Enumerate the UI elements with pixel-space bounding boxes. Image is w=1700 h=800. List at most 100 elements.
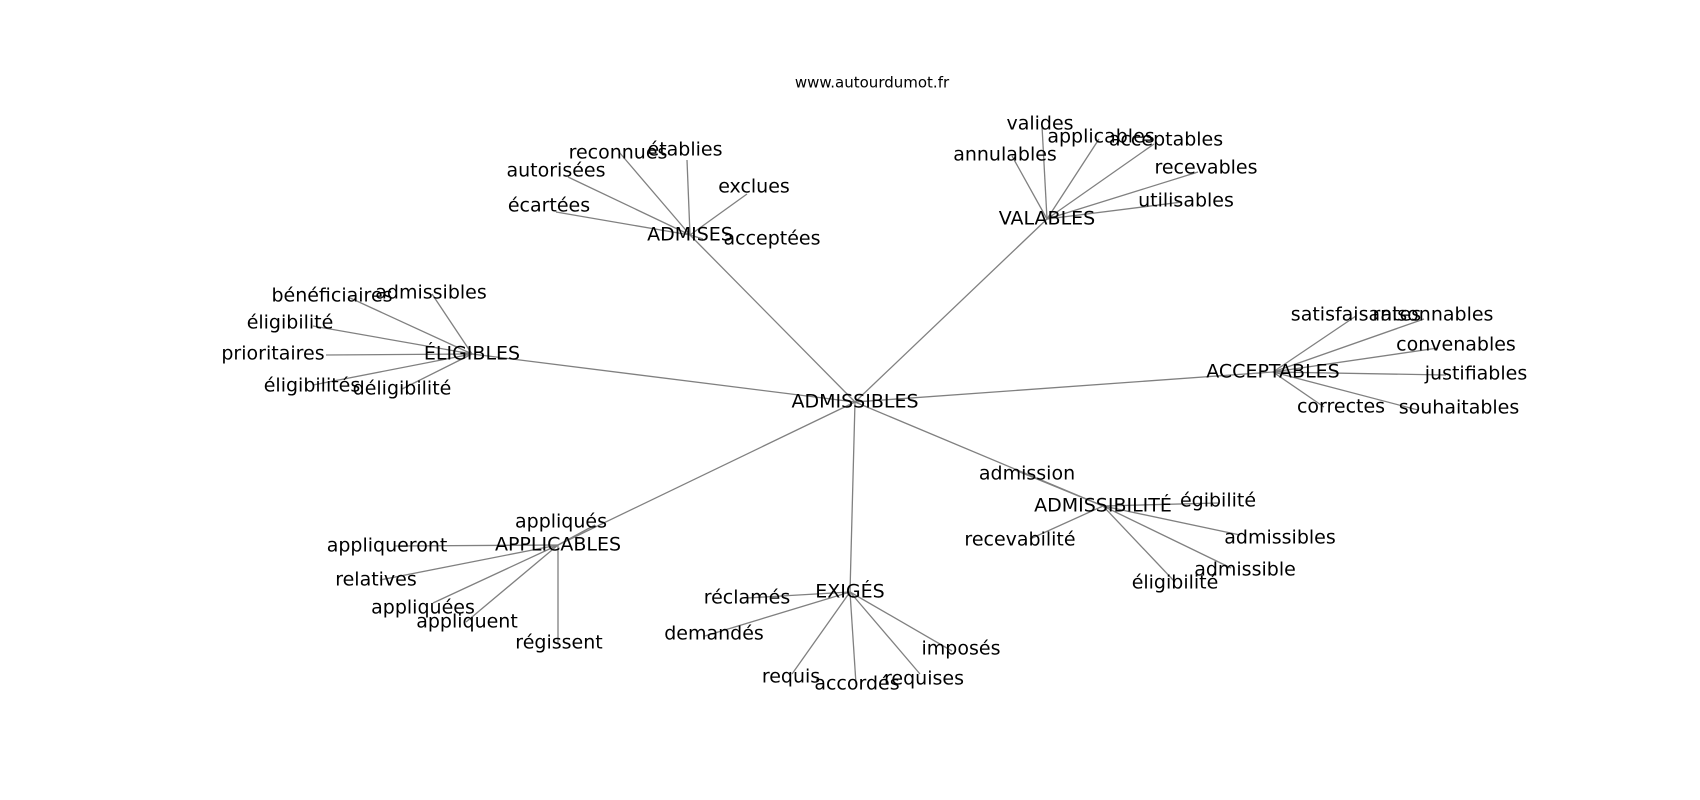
word-label-admissibilite-2[interactable]: recevabilité — [964, 529, 1075, 551]
word-label-exiges-1[interactable]: demandés — [664, 623, 764, 645]
word-label-exiges-4[interactable]: accordés — [814, 673, 899, 695]
root-node-label[interactable]: ADMISSIBLES — [791, 391, 918, 413]
edge-valables-word-0 — [1041, 125, 1048, 220]
edge-applicables-word-1 — [394, 544, 559, 547]
word-label-valables-1[interactable]: applicables — [1047, 126, 1154, 148]
word-label-admissibilite-1[interactable]: égibilité — [1180, 490, 1256, 512]
edge-applicables-word-4 — [465, 544, 559, 623]
word-label-acceptables-2[interactable]: convenables — [1396, 334, 1516, 356]
word-label-exiges-2[interactable]: imposés — [922, 638, 1001, 660]
word-label-eligibles-5[interactable]: déligibilité — [353, 378, 452, 400]
word-label-admises-5[interactable]: acceptées — [723, 228, 820, 250]
edge-eligibles-word-1 — [431, 293, 473, 355]
edge-valables-word-1 — [1046, 138, 1100, 220]
edge-exiges-word-0 — [746, 591, 851, 599]
word-label-eligibles-2[interactable]: éligibilité — [247, 312, 334, 334]
edge-root-to-exiges — [849, 401, 856, 593]
word-label-eligibles-3[interactable]: prioritaires — [221, 343, 324, 365]
word-label-exiges-3[interactable]: requis — [762, 666, 820, 688]
edge-admissibilite-word-2 — [1029, 505, 1104, 540]
hub-label-applicables[interactable]: APPLICABLES — [495, 534, 621, 556]
edge-eligibles-word-3 — [325, 353, 473, 356]
edge-root-to-acceptables — [854, 371, 1274, 403]
word-label-applicables-4[interactable]: appliquent — [416, 611, 518, 633]
edge-acceptables-word-1 — [1272, 318, 1425, 373]
edge-applicables-word-3 — [432, 544, 559, 604]
edge-admises-word-0 — [618, 151, 691, 236]
edge-exiges-word-3 — [791, 591, 851, 675]
edge-root-to-eligibles — [471, 353, 856, 403]
word-label-admises-4[interactable]: écartées — [508, 195, 590, 217]
word-label-exiges-5[interactable]: requises — [884, 668, 964, 690]
word-label-applicables-0[interactable]: appliqués — [515, 511, 607, 533]
edge-admissibilite-word-5 — [1102, 505, 1176, 583]
word-label-acceptables-0[interactable]: satisfaisantes — [1291, 304, 1421, 326]
hub-label-eligibles[interactable]: ÉLIGIBLES — [424, 342, 520, 365]
word-label-eligibles-0[interactable]: bénéficiaires — [271, 285, 392, 307]
edge-exiges-word-2 — [849, 591, 953, 652]
edge-admises-word-5 — [689, 234, 704, 240]
word-label-admissibilite-5[interactable]: éligibilité — [1132, 572, 1219, 594]
word-label-eligibles-1[interactable]: admissibles — [375, 282, 487, 304]
edge-admissibilite-word-1 — [1102, 502, 1219, 507]
edge-admissibilite-word-3 — [1102, 505, 1241, 536]
hub-label-admises[interactable]: ADMISES — [647, 224, 733, 246]
word-label-valables-0[interactable]: valides — [1006, 113, 1073, 135]
word-label-exiges-0[interactable]: réclamés — [704, 587, 791, 609]
word-label-valables-2[interactable]: acceptables — [1109, 129, 1223, 151]
edge-valables-word-3 — [1011, 155, 1048, 220]
edge-applicables-word-0 — [557, 524, 596, 546]
edge-root-to-applicables — [557, 401, 856, 546]
edge-admises-word-3 — [689, 193, 748, 236]
edge-eligibles-word-2 — [312, 325, 473, 355]
word-label-admissibilite-0[interactable]: admission — [979, 463, 1075, 485]
edge-exiges-word-1 — [704, 591, 851, 637]
edge-admises-word-4 — [555, 211, 691, 236]
hub-label-valables[interactable]: VALABLES — [999, 208, 1095, 230]
edge-acceptables-word-2 — [1272, 347, 1439, 373]
edge-acceptables-word-4 — [1272, 371, 1325, 408]
source-label[interactable]: www.autourdumot.fr — [795, 74, 950, 92]
edge-acceptables-word-5 — [1272, 371, 1419, 411]
edge-acceptables-word-3 — [1272, 371, 1447, 376]
word-label-acceptables-3[interactable]: justifiables — [1424, 363, 1528, 385]
graph-edges — [312, 125, 1447, 685]
word-label-admises-0[interactable]: reconnues — [569, 142, 668, 164]
edge-eligibles-word-5 — [401, 353, 473, 390]
edge-root-to-valables — [854, 218, 1048, 403]
edge-admises-word-1 — [686, 159, 691, 236]
edge-valables-word-5 — [1046, 201, 1183, 220]
edge-admissibilite-word-0 — [1014, 469, 1104, 507]
word-label-eligibles-4[interactable]: éligibilités — [264, 375, 361, 397]
word-label-acceptables-4[interactable]: correctes — [1297, 396, 1385, 418]
word-label-admissibilite-3[interactable]: admissibles — [1224, 527, 1336, 549]
word-label-admises-2[interactable]: autorisées — [506, 160, 605, 182]
edge-exiges-word-5 — [849, 591, 921, 675]
edge-exiges-word-4 — [849, 591, 857, 685]
edge-valables-word-4 — [1046, 171, 1199, 220]
word-label-valables-5[interactable]: utilisables — [1138, 190, 1234, 212]
word-label-valables-3[interactable]: annulables — [953, 144, 1057, 166]
edge-acceptables-word-0 — [1272, 315, 1357, 373]
edge-valables-word-2 — [1046, 143, 1155, 220]
edge-admises-word-2 — [567, 176, 691, 236]
word-label-applicables-3[interactable]: appliquées — [371, 597, 475, 619]
word-label-acceptables-1[interactable]: raisonnables — [1373, 304, 1494, 326]
word-label-acceptables-5[interactable]: souhaitables — [1399, 397, 1520, 419]
edge-admissibilite-word-4 — [1102, 505, 1232, 569]
hub-label-admissibilite[interactable]: ADMISSIBILITÉ — [1034, 494, 1172, 517]
word-label-applicables-5[interactable]: régissent — [515, 632, 602, 654]
word-label-valables-4[interactable]: recevables — [1154, 157, 1257, 179]
edge-eligibles-word-4 — [312, 353, 473, 386]
edge-eligibles-word-0 — [347, 296, 473, 355]
word-label-applicables-1[interactable]: appliqueront — [327, 535, 448, 557]
word-label-applicables-2[interactable]: relatives — [335, 569, 417, 591]
graph-labels: www.autourdumot.fr ADMISSIBLES ADMISES re… — [221, 74, 1527, 695]
word-label-admises-1[interactable]: établies — [648, 139, 723, 161]
word-label-admises-3[interactable]: exclues — [718, 176, 790, 198]
word-label-admissibilite-4[interactable]: admissible — [1194, 559, 1296, 581]
hub-label-exiges[interactable]: EXIGÉS — [815, 580, 884, 603]
edge-root-to-admises — [689, 234, 856, 403]
hub-label-acceptables[interactable]: ACCEPTABLES — [1206, 361, 1339, 383]
